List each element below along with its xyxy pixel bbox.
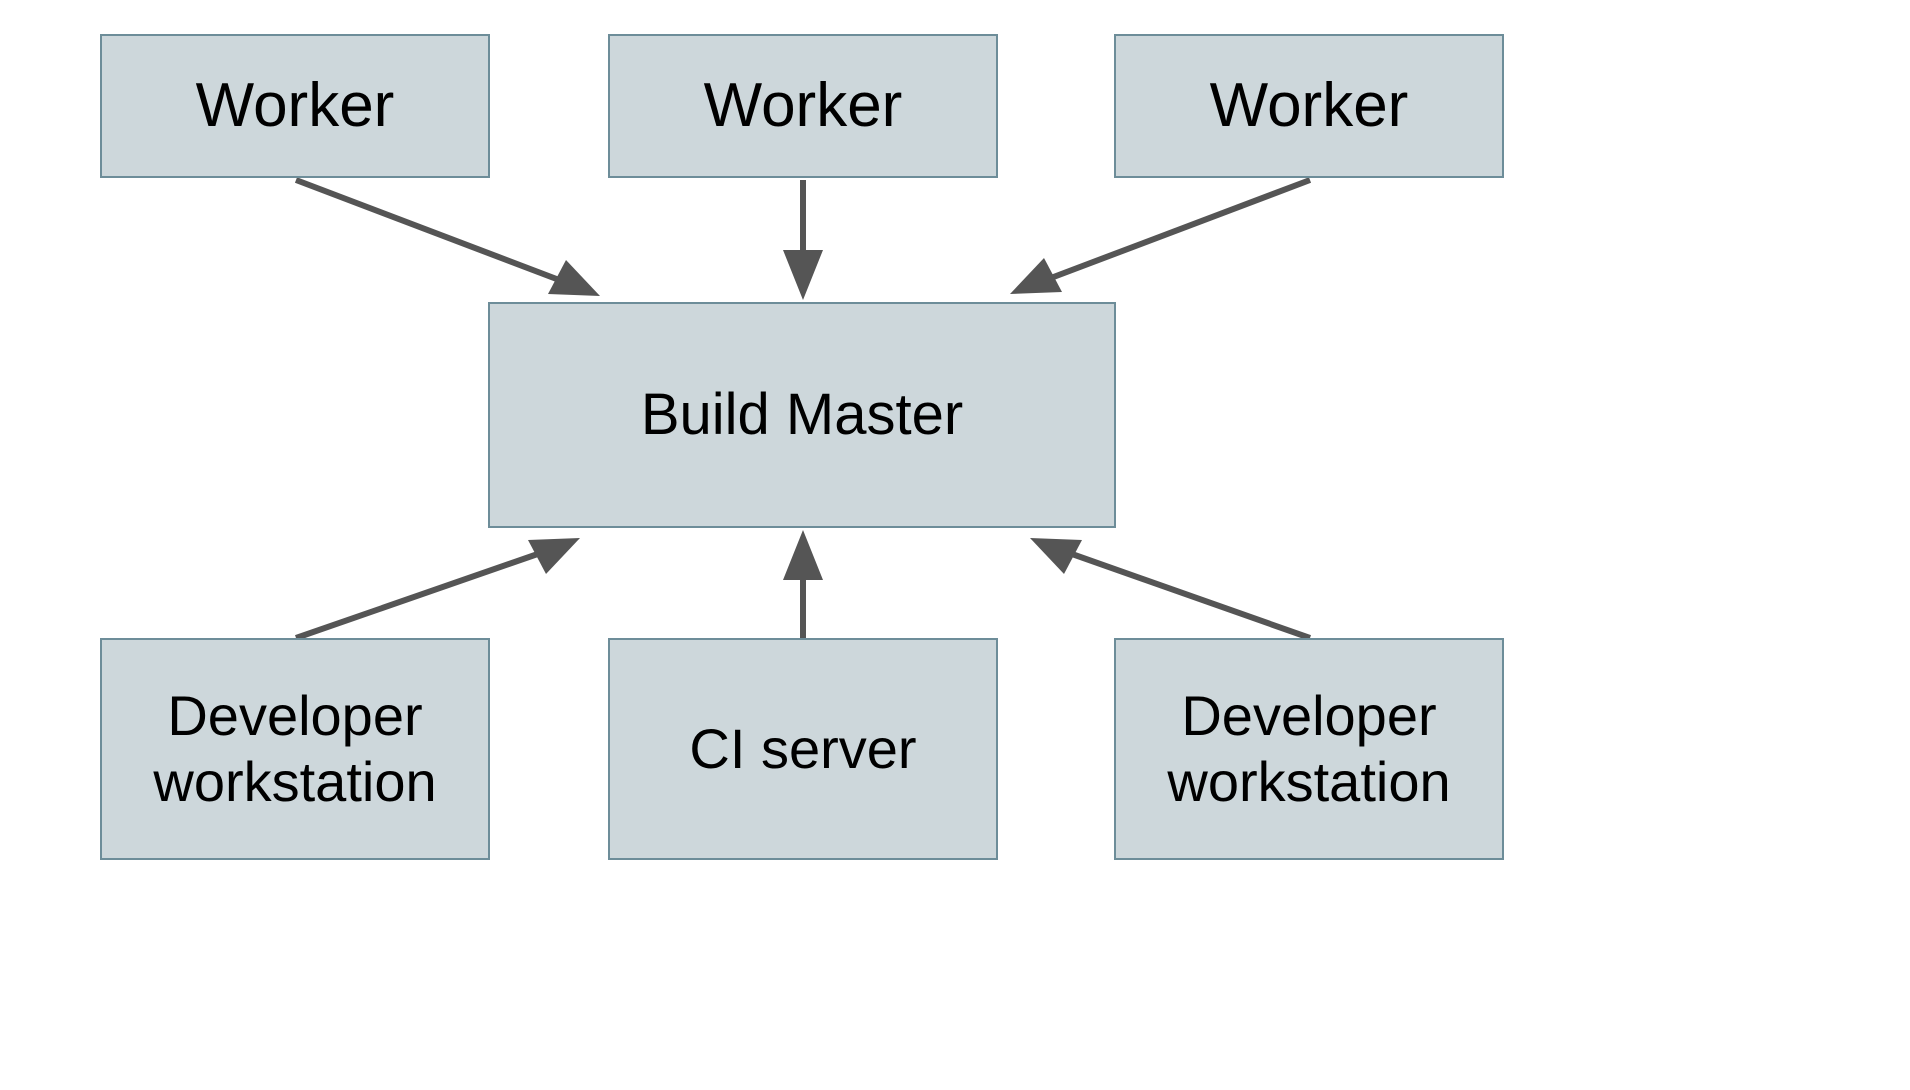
node-worker-left[interactable]: Worker bbox=[100, 34, 490, 178]
node-worker-left-label: Worker bbox=[195, 71, 395, 141]
edge-ci-server-to-build-master bbox=[783, 530, 823, 638]
node-worker-mid[interactable]: Worker bbox=[608, 34, 998, 178]
node-ci-server[interactable]: CI server bbox=[608, 638, 998, 860]
edge-worker-mid-to-build-master bbox=[783, 180, 823, 300]
node-worker-right[interactable]: Worker bbox=[1114, 34, 1504, 178]
node-worker-mid-label: Worker bbox=[703, 71, 903, 141]
edge-worker-left-to-build-master bbox=[294, 177, 600, 296]
node-developer-workstation-right-label: Developer workstation bbox=[1167, 683, 1451, 813]
edge-worker-right-to-build-master bbox=[1010, 177, 1312, 294]
node-build-master[interactable]: Build Master bbox=[488, 302, 1116, 528]
node-developer-workstation-left[interactable]: Developer workstation bbox=[100, 638, 490, 860]
node-developer-workstation-right[interactable]: Developer workstation bbox=[1114, 638, 1504, 860]
edge-dev-left-to-build-master bbox=[295, 538, 580, 641]
node-build-master-label: Build Master bbox=[640, 381, 964, 447]
node-worker-right-label: Worker bbox=[1209, 71, 1409, 141]
edge-dev-right-to-build-master bbox=[1030, 538, 1311, 641]
node-developer-workstation-left-label: Developer workstation bbox=[153, 683, 437, 813]
node-ci-server-label: CI server bbox=[689, 716, 917, 780]
